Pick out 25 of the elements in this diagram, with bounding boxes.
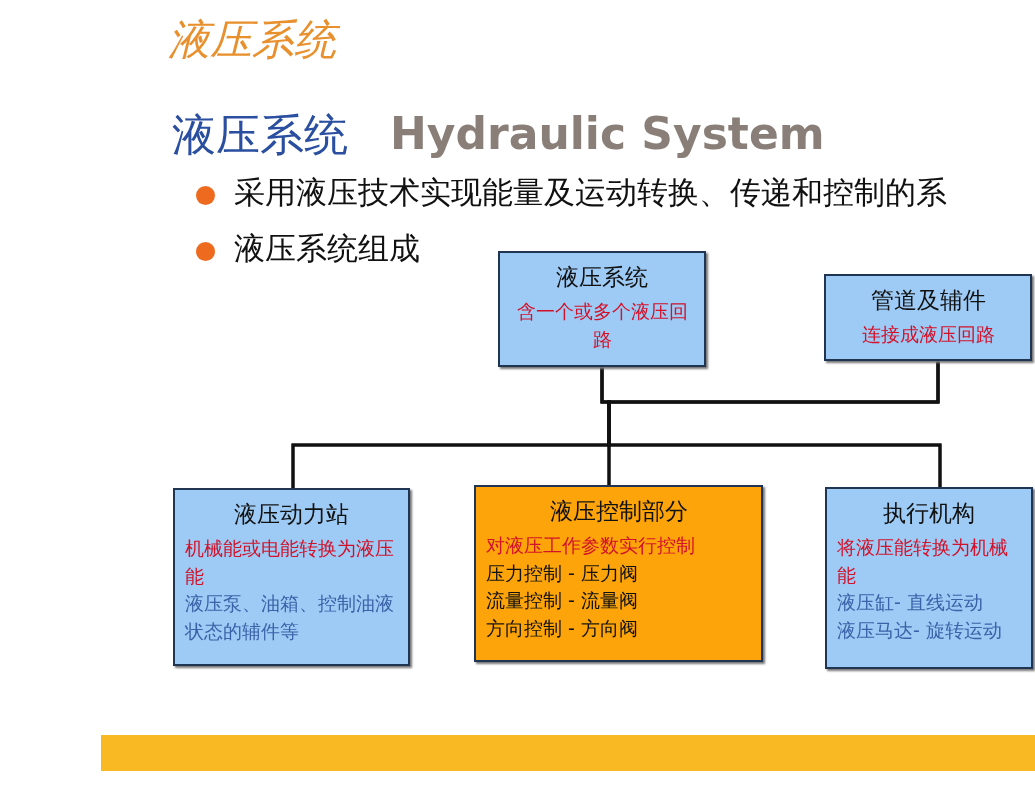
detail-text: 流量控制 - 流量阀 (486, 588, 639, 614)
system-box (498, 251, 706, 367)
box-heading: 液压控制部分 (548, 497, 689, 526)
box-heading: 液压系统 (555, 263, 649, 292)
heading: 液压系统 (172, 108, 348, 162)
detail-text: 液压马达- 旋转运动 (837, 618, 1003, 643)
bullet-text: 液压系统组成 (234, 229, 420, 268)
detail-text: 方向控制 - 方向阀 (486, 616, 639, 641)
component-box (474, 485, 763, 662)
detail-text: 液压泵、油箱、控制油液状态的辅件等 (185, 591, 395, 644)
box-heading: 执行机构 (882, 499, 976, 528)
detail-text: 压力控制 - 压力阀 (486, 560, 639, 586)
component-box (824, 274, 1032, 361)
component-box (825, 487, 1033, 669)
description: 对液压工作参数实行控制 (486, 533, 696, 559)
description: 将液压能转换为机械能 (837, 535, 1009, 588)
bullet-text: 采用液压技术实现能量及运动转换、传递和控制的系 (234, 173, 947, 212)
description: 连接成液压回路 (860, 322, 996, 348)
box-heading: 液压动力站 (233, 500, 350, 529)
description: 机械能或电能转换为液压能 (185, 536, 395, 589)
description: 含一个或多个液压回路 (515, 299, 689, 352)
component-box (173, 488, 410, 666)
detail-text: 液压缸- 直线运动 (837, 590, 984, 616)
heading: Hydraulic System (390, 108, 825, 159)
box-heading: 管道及辅件 (869, 286, 987, 315)
